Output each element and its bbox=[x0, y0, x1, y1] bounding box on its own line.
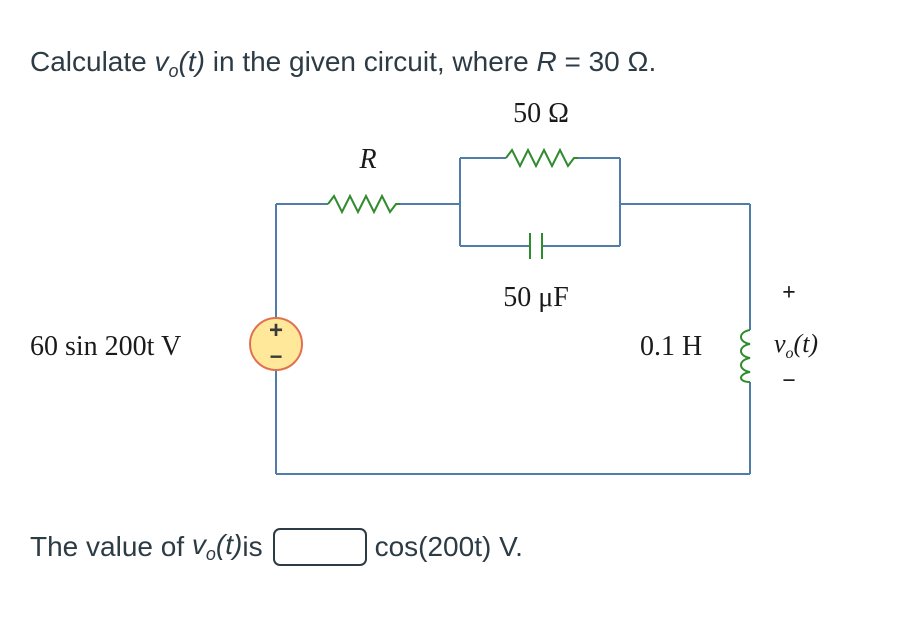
vo-variable: vo(t) bbox=[154, 46, 205, 81]
voltage-source: + − bbox=[249, 317, 303, 371]
inductor bbox=[740, 329, 751, 383]
capacitor bbox=[529, 233, 543, 259]
output-plus: + bbox=[782, 280, 796, 306]
resistor-r bbox=[327, 193, 400, 215]
output-minus: − bbox=[782, 368, 796, 394]
output-voltage-label: vo(t) bbox=[774, 329, 818, 362]
inductor-label: 0.1 H bbox=[640, 331, 702, 362]
resistor-50ohm bbox=[505, 147, 578, 169]
answer-suffix: cos(200t) V. bbox=[374, 531, 523, 562]
resistor-50ohm-label: 50 Ω bbox=[513, 98, 569, 129]
question-text: Calculate vo(t) in the given circuit, wh… bbox=[30, 46, 657, 81]
answer-is: is bbox=[242, 531, 263, 562]
resistor-r-label: R bbox=[358, 144, 376, 175]
capacitor-label: 50 μF bbox=[503, 282, 569, 313]
answer-vo-variable: vo(t) bbox=[191, 529, 243, 564]
circuit-wires bbox=[275, 157, 751, 475]
source-minus: − bbox=[270, 344, 283, 369]
answer-input[interactable] bbox=[272, 528, 367, 566]
source-label: 60 sin 200t V bbox=[30, 331, 181, 362]
source-plus: + bbox=[269, 317, 283, 344]
answer-row: The value of vo(t) is cos(200t) V. bbox=[30, 528, 523, 566]
answer-prefix: The value of bbox=[30, 531, 185, 562]
r-variable: R bbox=[536, 46, 557, 77]
